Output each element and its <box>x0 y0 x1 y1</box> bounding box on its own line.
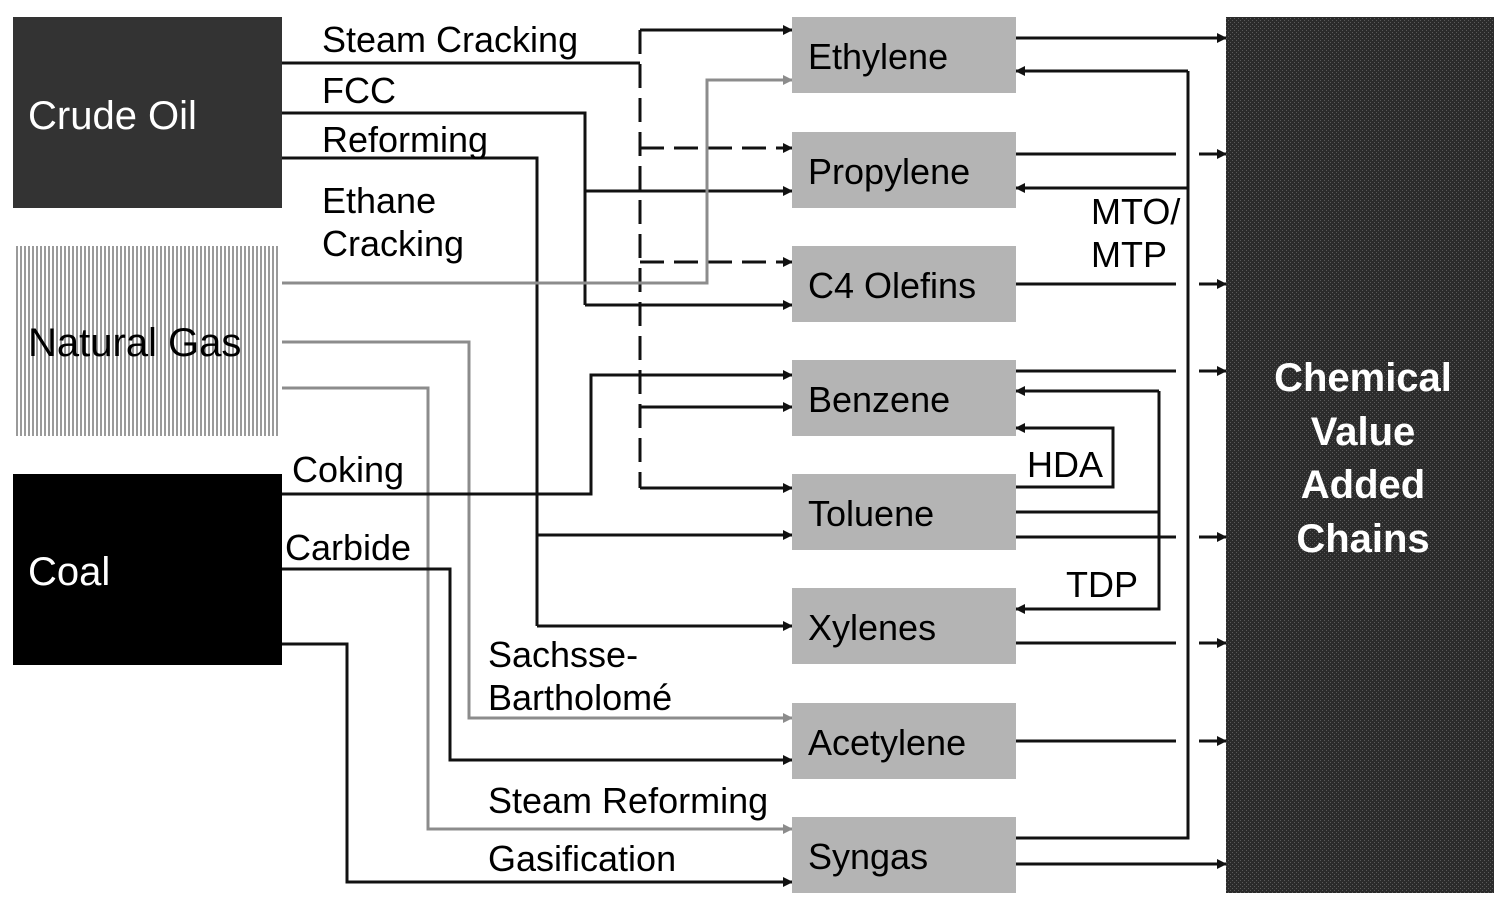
arrow-tdp-to-xylenes <box>1015 512 1161 614</box>
arrow-coking-to-benzene <box>282 370 793 496</box>
connectors <box>282 25 1227 887</box>
propylene-box <box>792 132 1016 208</box>
chemical-value-chains: Chemical Value Added Chains <box>1226 17 1494 893</box>
arrow-gasification-to-syngas <box>282 642 793 887</box>
natural-gas-label: Natural Gas <box>28 321 241 365</box>
c4-olefins-box <box>792 246 1016 322</box>
label-bartholome: Bartholomé <box>488 677 672 718</box>
label-tdp: TDP <box>1066 564 1138 605</box>
arrow-carbide-to-acetylene <box>282 567 793 765</box>
label-gasification: Gasification <box>488 838 676 879</box>
toluene-label: Toluene <box>808 493 934 534</box>
label-mtp: MTP <box>1091 234 1167 275</box>
label-steam-cracking: Steam Cracking <box>322 19 578 60</box>
label-mto: MTO/ <box>1091 191 1180 232</box>
chains-line-4: Chains <box>1296 517 1429 561</box>
fcc-line <box>282 111 587 305</box>
label-carbide: Carbide <box>285 527 411 568</box>
chemical-value-chains-box <box>1226 17 1494 893</box>
syngas-label: Syngas <box>808 836 928 877</box>
label-steam-reforming: Steam Reforming <box>488 780 768 821</box>
natural-gas-box <box>15 246 280 436</box>
arrow-ethane-cracking-to-ethylene <box>282 75 793 285</box>
c4-olefins-label: C4 Olefins <box>808 265 976 306</box>
reforming-line <box>282 156 539 626</box>
process-labels: Steam Cracking FCC Reforming Ethane Crac… <box>285 19 1180 879</box>
label-fcc: FCC <box>322 70 396 111</box>
toluene-box <box>792 474 1016 550</box>
product-boxes: Ethylene Propylene C4 Olefins Benzene To… <box>792 17 1016 893</box>
label-coking: Coking <box>292 449 404 490</box>
crude-oil-box <box>13 17 282 208</box>
label-cracking: Cracking <box>322 223 464 264</box>
xylenes-box <box>792 588 1016 664</box>
syngas-box <box>792 817 1016 893</box>
acetylene-label: Acetylene <box>808 722 966 763</box>
arrow-sachsse-to-acetylene <box>282 340 793 723</box>
coal-label: Coal <box>28 550 110 594</box>
propylene-label: Propylene <box>808 151 970 192</box>
xylenes-label: Xylenes <box>808 607 936 648</box>
acetylene-box <box>792 703 1016 779</box>
arrow-steam-reforming-to-syngas <box>282 386 793 834</box>
chains-line-1: Chemical <box>1274 356 1452 400</box>
source-boxes: Crude Oil Natural Gas Coal <box>13 17 282 665</box>
coal-box <box>13 474 282 665</box>
label-hda: HDA <box>1027 444 1103 485</box>
ethylene-box <box>792 17 1016 93</box>
arrow-hda-toluene-to-benzene <box>1015 423 1115 489</box>
mto-mtp-return-line <box>1016 71 1190 840</box>
chains-line-2: Value <box>1311 410 1416 454</box>
chains-line-3: Added <box>1301 463 1425 507</box>
label-sachsse: Sachsse- <box>488 634 638 675</box>
benzene-box <box>792 360 1016 436</box>
label-reforming: Reforming <box>322 119 488 160</box>
label-ethane: Ethane <box>322 180 436 221</box>
crude-oil-label: Crude Oil <box>28 94 197 138</box>
benzene-label: Benzene <box>808 379 950 420</box>
ethylene-label: Ethylene <box>808 36 948 77</box>
